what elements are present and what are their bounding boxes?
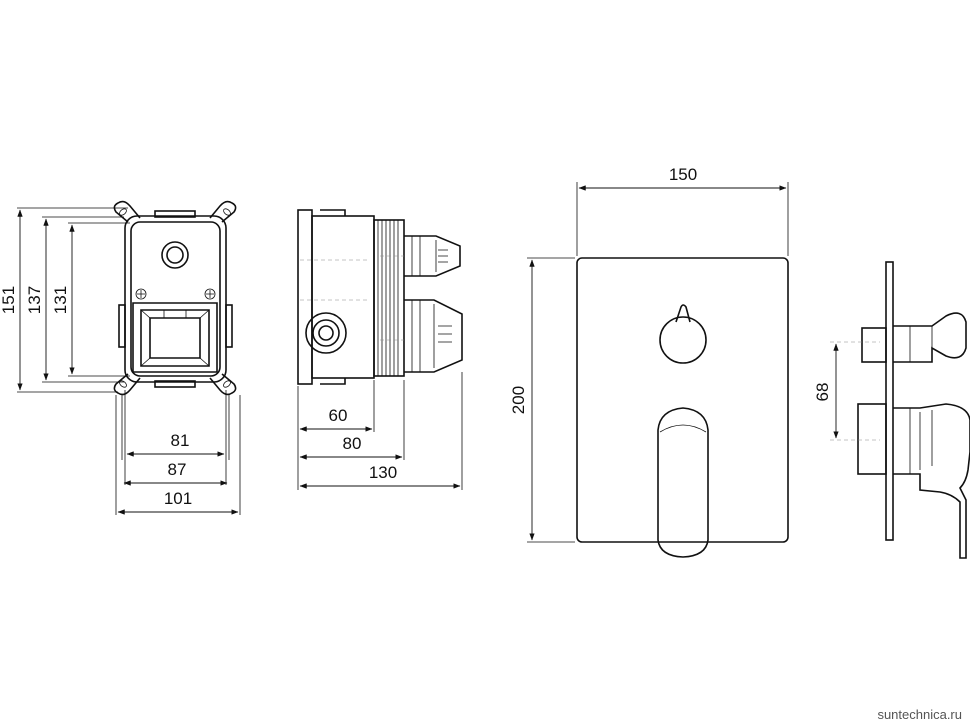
dim-plate-height: 200 <box>509 386 528 414</box>
front-view-dimensions: 151 137 131 81 87 101 <box>0 209 239 515</box>
thread-ring <box>373 219 405 377</box>
mounting-ear-bottom-right <box>209 373 237 396</box>
dim-plate-width: 150 <box>669 165 697 184</box>
dim-depth-total: 130 <box>369 463 397 482</box>
side-view-dimensions: 60 80 130 <box>299 406 461 489</box>
side-view-box <box>297 209 463 490</box>
lever-handle <box>657 407 709 558</box>
front-view-box <box>17 200 241 515</box>
watermark: suntechnica.ru <box>877 707 962 722</box>
dim-height-inner: 131 <box>51 286 70 314</box>
dim-outlet-spacing: 68 <box>813 383 832 402</box>
profile-view-dimensions: 68 <box>813 343 839 439</box>
dim-depth-b: 80 <box>343 434 362 453</box>
dim-width-outer: 101 <box>164 489 192 508</box>
profile-view <box>830 261 970 559</box>
cover-plate-dimensions: 150 200 <box>509 165 787 541</box>
mounting-ear-top-left <box>113 200 141 223</box>
dim-width-mid: 87 <box>168 460 187 479</box>
dim-height-mid: 137 <box>25 286 44 314</box>
mounting-ear-bottom-left <box>113 373 141 396</box>
cover-plate <box>527 182 789 558</box>
dim-height-outer: 151 <box>0 286 18 314</box>
dim-depth-a: 60 <box>329 406 348 425</box>
diverter-knob <box>659 316 707 364</box>
dim-width-inner: 81 <box>171 431 190 450</box>
mounting-ear-top-right <box>209 200 237 223</box>
